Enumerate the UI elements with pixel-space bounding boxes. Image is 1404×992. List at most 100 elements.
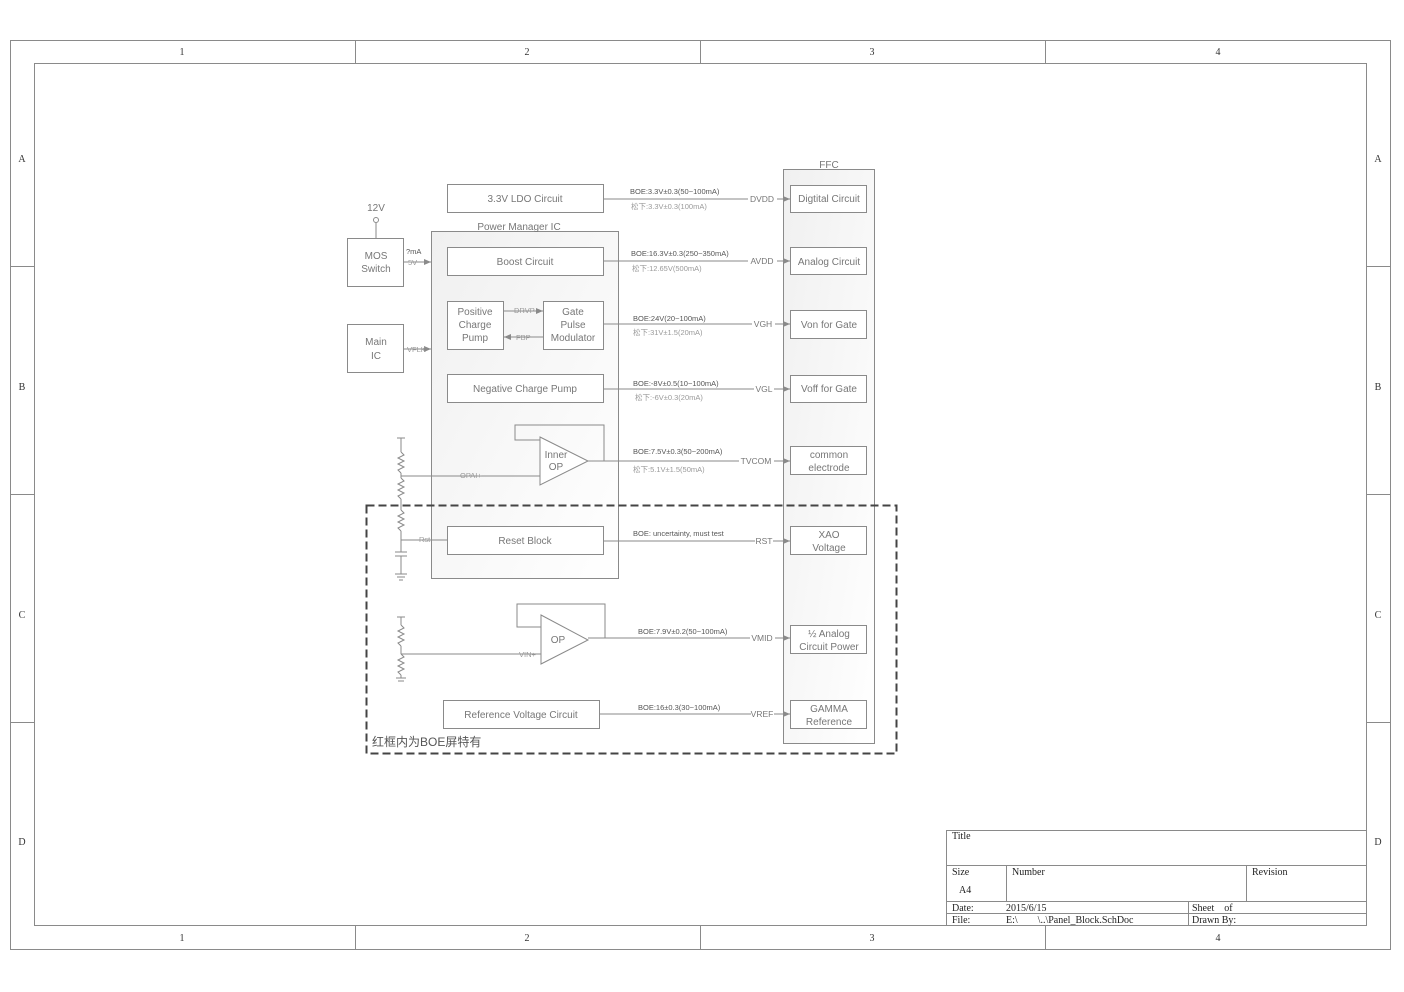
gate-pulse-modulator	[543, 301, 604, 350]
rail-vref-boe: BOE:16±0.3(30~100mA)	[638, 703, 721, 712]
pcp-line2: Charge	[459, 320, 492, 331]
sheet-frame: 1 2 3 4 1 2 3 4 A B C D A B C D	[10, 40, 1391, 950]
ncp-label: Negative Charge Pump	[473, 384, 577, 395]
rail-dvdd-boe: BOE:3.3V±0.3(50~100mA)	[630, 187, 720, 196]
supply-node	[373, 217, 379, 223]
row-a-right: A	[1374, 154, 1382, 165]
rst-in-label: Rst	[419, 535, 431, 544]
rail-tvcom-boe: BOE:7.5V±0.3(50~200mA)	[633, 447, 723, 456]
mos-current-label: ?mA	[406, 247, 421, 256]
gpm-line1: Gate	[562, 307, 584, 318]
rail-avdd-boe: BOE:16.3V±0.3(250~350mA)	[631, 249, 729, 258]
mos-line1: MOS	[365, 251, 388, 262]
rail-tvcom-alt: 松下:5.1V±1.5(50mA)	[633, 464, 705, 474]
reset-label: Reset Block	[498, 536, 552, 547]
ffc-von-label: Von for Gate	[801, 320, 858, 331]
vin-label: VIN+	[519, 650, 537, 659]
pmic-title: Power Manager IC	[477, 222, 560, 233]
net-vref: VREF	[751, 709, 774, 719]
rail-rst-boe: BOE: uncertainty, must test	[633, 529, 725, 538]
boost-circuit	[447, 247, 604, 276]
rail-vgl-alt: 松下:-6V±0.3(20mA)	[635, 392, 703, 402]
boe-note: 红框内为BOE屏特有	[372, 734, 481, 749]
mos-line2: Switch	[361, 264, 390, 275]
ffc-common-l2: electrode	[808, 463, 850, 474]
row-d-left: D	[18, 837, 25, 848]
main-ic-line1: Main	[365, 337, 387, 348]
rail-vgl: BOE:-8V±0.5(10~100mA) 松下:-6V±0.3(20mA) V…	[603, 379, 790, 402]
rail-avdd: BOE:16.3V±0.3(250~350mA) 松下:12.65V(500mA…	[603, 249, 790, 273]
ffc-analog-label: Analog Circuit	[798, 257, 860, 268]
gpm-line3: Modulator	[551, 333, 596, 344]
resistor-divider-upper	[395, 437, 407, 581]
col-3-top: 3	[870, 47, 875, 58]
rail-rst: BOE: uncertainty, must test RST	[603, 529, 790, 546]
title-block-frame	[946, 830, 1367, 926]
negative-charge-pump	[447, 374, 604, 403]
inner-op-line1: Inner	[545, 450, 568, 461]
net-dvdd: DVDD	[750, 194, 774, 204]
main-ic	[347, 324, 404, 373]
ffc-item-half-analog: ½ Analog Circuit Power	[790, 625, 867, 654]
ffc-half-l2: Circuit Power	[799, 642, 859, 653]
ffc-xao-l2: Voltage	[812, 543, 846, 554]
net-rst: RST	[756, 536, 773, 546]
rail-dvdd: BOE:3.3V±0.3(50~100mA) 松下:3.3V±0.3(100mA…	[603, 187, 790, 211]
vflk-label: VFLK	[407, 345, 426, 354]
ffc-half-l1: ½ Analog	[808, 629, 850, 640]
tb-sheet-label: Sheet of	[1192, 903, 1233, 914]
col-4-top: 4	[1216, 47, 1221, 58]
net-avdd: AVDD	[751, 256, 774, 266]
net-vgh: VGH	[754, 319, 772, 329]
ffc-item-analog: Analog Circuit	[790, 247, 867, 275]
net-tvcom: TVCOM	[741, 456, 772, 466]
reference-voltage-circuit	[443, 700, 600, 729]
inner-op-line2: OP	[549, 462, 564, 473]
ffc-item-voff: Voff for Gate	[790, 375, 867, 403]
net-vgl: VGL	[755, 384, 772, 394]
rail-vgh: BOE:24V(20~100mA) 松下:31V±1.5(20mA) VGH	[603, 314, 790, 337]
rail-vmid-boe: BOE:7.9V±0.2(50~100mA)	[638, 627, 728, 636]
rail-vgl-boe: BOE:-8V±0.5(10~100mA)	[633, 379, 719, 388]
tb-file-value: E:\ \..\Panel_Block.SchDoc	[1006, 915, 1134, 926]
rail-vgh-alt: 松下:31V±1.5(20mA)	[633, 327, 703, 337]
boost-label: Boost Circuit	[497, 257, 554, 268]
rail-vgh-boe: BOE:24V(20~100mA)	[633, 314, 706, 323]
ffc-voff-label: Voff for Gate	[801, 384, 857, 395]
inner-border	[34, 63, 1367, 926]
col-1-top: 1	[180, 47, 185, 58]
tb-date-value: 2015/6/15	[1006, 903, 1047, 914]
tb-size-value: A4	[959, 885, 971, 896]
row-d-right: D	[1374, 837, 1381, 848]
ffc-xao-l1: XAO	[818, 530, 839, 541]
mos-switch	[347, 238, 404, 287]
supply-12v: 12V	[367, 203, 385, 214]
ffc-item-von: Von for Gate	[790, 310, 867, 339]
gpm-line2: Pulse	[560, 320, 585, 331]
row-b-right: B	[1375, 382, 1382, 393]
tb-number-label: Number	[1012, 867, 1045, 878]
col-4-bottom: 4	[1216, 933, 1221, 944]
rail-tvcom: BOE:7.5V±0.3(50~200mA) 松下:5.1V±1.5(50mA)…	[588, 447, 790, 474]
pcp-line1: Positive	[457, 307, 492, 318]
net-vmid: VMID	[751, 633, 772, 643]
col-2-bottom: 2	[525, 933, 530, 944]
positive-charge-pump	[447, 301, 504, 350]
ffc-item-common: common electrode	[790, 446, 867, 475]
tb-revision-label: Revision	[1252, 867, 1288, 878]
ffc-title: FFC	[819, 160, 838, 171]
row-c-left: C	[19, 610, 26, 621]
main-ic-line2: IC	[371, 351, 381, 362]
boe-specific-region	[365, 504, 898, 755]
outer-border	[10, 40, 1391, 950]
rail-avdd-alt: 松下:12.65V(500mA)	[632, 263, 702, 273]
ffc-gamma-l2: Reference	[806, 717, 853, 728]
tb-drawn-label: Drawn By:	[1192, 915, 1236, 926]
ffc-item-digital: Digtital Circuit	[790, 185, 867, 213]
opai-label: OPAI+	[460, 471, 482, 480]
drvp-label: DRVP	[514, 306, 535, 315]
resistor-divider-lower	[396, 616, 406, 682]
tb-date-label: Date:	[952, 903, 974, 914]
op-label: OP	[551, 635, 566, 646]
